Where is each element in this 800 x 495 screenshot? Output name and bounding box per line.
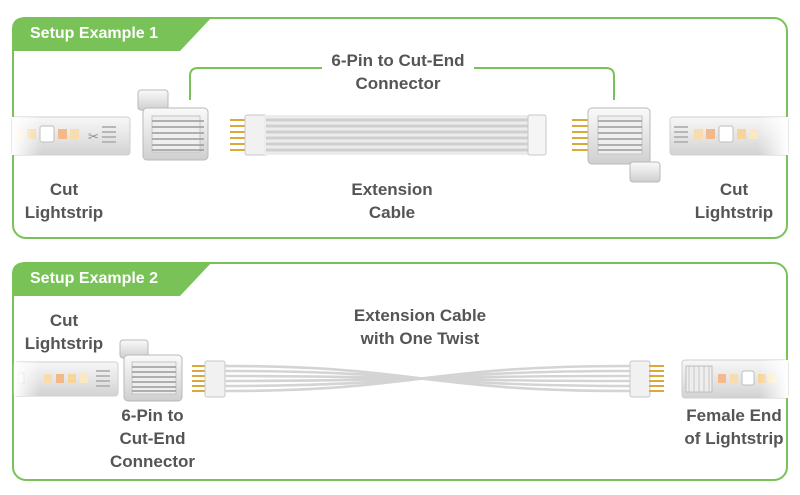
cut-lightstrip-2 [13,361,119,397]
connector-label-2: 6-Pin to Cut-End Connector [100,404,205,473]
connector-label-1-line2: Connector [355,74,441,93]
tab-background [12,262,212,296]
cut-lightstrip-right [669,116,789,156]
cut-lightstrip-left: ✂ [11,116,131,156]
cut-lightstrip-2-label: Cut Lightstrip [14,309,114,355]
female-end-label-line1: Female End [686,406,782,425]
cut-end-connector-2 [119,339,183,402]
connector-label-2-line1: 6-Pin to [121,406,184,425]
setup-example-1-tab: Setup Example 1 [12,17,212,51]
extension-cable-label: Extension Cable [342,178,442,224]
extension-cable-label-line2: Cable [368,203,416,222]
female-end-label-line2: of Lightstrip [684,429,784,448]
cut-end-connector-right [572,107,661,183]
setup-example-2-tab: Setup Example 2 [12,262,212,296]
female-end-lightstrip [681,359,789,399]
connector-label-2-line2: Cut-End [119,429,186,448]
scissors-icon: ✂ [88,130,99,145]
twisted-cable-label-line1: Extension Cable [353,306,487,325]
connector-label-1: 6-Pin to Cut-End Connector [318,49,478,95]
cut-end-connector-left [137,89,209,161]
cut-lightstrip-left-label-line1: Cut [49,180,79,199]
tab-background [12,17,212,51]
connector-callout-line-right [474,67,615,100]
twisted-cable-label: Extension Cable with One Twist [345,304,495,350]
cut-lightstrip-left-label: Cut Lightstrip [14,178,114,224]
extension-cable-label-line1: Extension [351,180,433,199]
connector-callout-line-left [189,67,322,100]
twisted-cable-label-line2: with One Twist [360,329,480,348]
connector-label-2-line3: Connector [110,452,195,471]
twisted-extension-cable [192,360,664,398]
cut-lightstrip-2-label-line1: Cut [49,311,79,330]
female-end-label: Female End of Lightstrip [678,404,790,450]
connector-label-1-line1: 6-Pin to Cut-End [331,51,465,70]
cut-lightstrip-2-label-line2: Lightstrip [24,334,104,353]
cut-lightstrip-left-label-line2: Lightstrip [24,203,104,222]
setup-example-1-title: Setup Example 1 [30,25,159,42]
cut-lightstrip-right-label: Cut Lightstrip [684,178,784,224]
cut-lightstrip-right-label-line1: Cut [719,180,749,199]
cut-lightstrip-right-label-line2: Lightstrip [694,203,774,222]
setup-example-2-title: Setup Example 2 [30,270,159,287]
setup-example-1-panel: Setup Example 1 [12,17,788,239]
extension-cable [230,114,547,156]
